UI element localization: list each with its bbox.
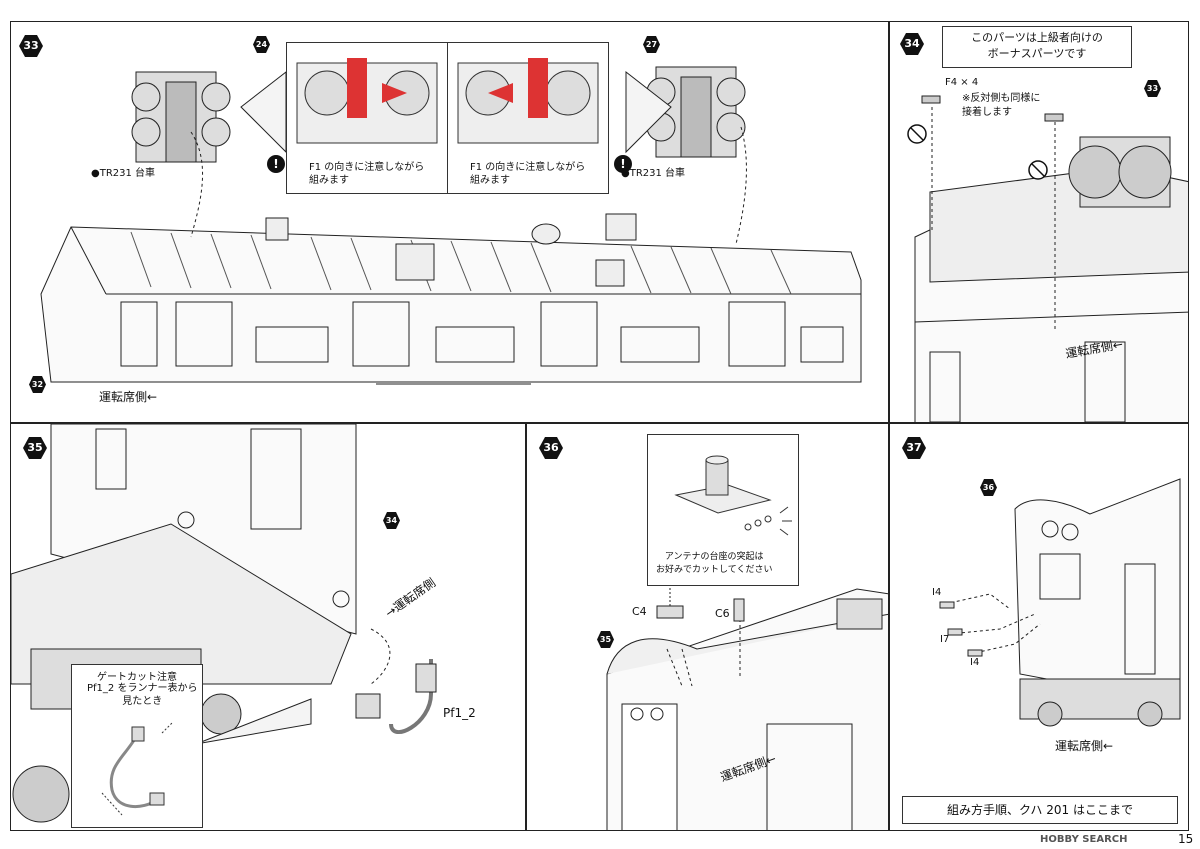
watermark-logo: HOBBY SEARCH (1040, 834, 1128, 845)
gate-cut-callout: ゲートカット注意 Pf1_2 をランナー表から 見たとき (71, 664, 203, 828)
direction-label: 運転席側← (1055, 739, 1114, 753)
part-ref: 24 (255, 40, 268, 49)
page-number: 15 (1178, 832, 1194, 846)
step-number-badge: 35 (23, 436, 47, 460)
bogie-label-left: ●TR231 台車 (91, 168, 156, 179)
step-number: 34 (904, 37, 920, 50)
part-ref: 33 (1146, 84, 1159, 93)
gate-cut-note: Pf1_2 をランナー表から 見たとき (87, 683, 198, 707)
part-code-i7: I7 (940, 634, 950, 645)
part-ref: 34 (385, 516, 398, 525)
part-ref-badge: 34 (383, 512, 400, 529)
part-code-label: Pf1_2 (443, 706, 476, 720)
step-number: 33 (23, 39, 39, 52)
part-ref-badge: 27 (643, 36, 660, 53)
part-ref-badge: 24 (253, 36, 270, 53)
part-code-i4-bottom: I4 (970, 657, 980, 668)
gate-cut-title: ゲートカット注意 (97, 672, 177, 683)
antenna-illustration (674, 455, 792, 536)
part-ref-badge: 36 (980, 479, 997, 496)
step-37-diagram (939, 478, 1181, 727)
step-36-panel: 36 アンテナの台座の突起は お好みでカットしてください C4 C6 35 運転… (526, 423, 889, 831)
antenna-detail-callout: アンテナの台座の突起は お好みでカットしてください (647, 434, 799, 586)
part-code-c6: C6 (715, 607, 730, 620)
part-ref: 35 (599, 635, 612, 644)
part-code-i4-top: I4 (932, 587, 942, 598)
bogie-detail-illustration (296, 58, 438, 144)
part-ref: 36 (982, 483, 995, 492)
part-ref: 27 (645, 40, 658, 49)
step-number: 35 (27, 441, 43, 454)
callout-box-right: ! F1 の向きに注意しながら 組みます (447, 42, 632, 194)
part-ref-badge: 32 (29, 376, 46, 393)
direction-label: 運転席側← (99, 390, 158, 404)
bonus-part-note: このパーツは上級者向けの ボーナスパーツです (942, 26, 1132, 68)
step-33-panel: 33 24 27 32 ●TR231 台車 ●TR231 台車 ! F1 の向き… (10, 21, 889, 423)
antenna-note: アンテナの台座の突起は お好みでカットしてください (656, 552, 773, 575)
part-code: F4 × 4 (945, 77, 979, 88)
step-number-badge: 37 (902, 436, 926, 460)
callout-box-left: ! F1 の向きに注意しながら 組みます (267, 42, 448, 194)
callout-note-right: F1 の向きに注意しながら 組みます (470, 162, 586, 186)
step-34-diagram (907, 95, 1188, 422)
runner-illustration (101, 722, 173, 816)
warning-icon: ! (267, 155, 285, 173)
step-34-panel: 34 このパーツは上級者向けの ボーナスパーツです F4 × 4 ※反対側も同様… (889, 21, 1189, 423)
step-36-diagram (606, 584, 888, 830)
part-ref-badge: 35 (597, 631, 614, 648)
bogie-label-right: ●TR231 台車 (621, 168, 686, 179)
step-33-diagram (40, 66, 862, 385)
part-ref: 32 (31, 380, 44, 389)
warning-icon: ! (614, 155, 632, 173)
bogie-detail-illustration (457, 58, 599, 144)
glue-instruction: ※反対側も同様に 接着します (962, 93, 1041, 118)
part-code-c4: C4 (632, 605, 647, 618)
step-35-panel: 35 34 →運転席側 ゲートカット注意 Pf1_2 をランナー表から 見たとき… (10, 423, 526, 831)
step-number-badge: 34 (900, 32, 924, 56)
step-number: 37 (906, 441, 922, 454)
step-number-badge: 36 (539, 436, 563, 460)
callout-note-left: F1 の向きに注意しながら 組みます (309, 162, 425, 186)
step-number-badge: 33 (19, 34, 43, 58)
part-ref-badge: 33 (1144, 80, 1161, 97)
step-35-diagram (11, 424, 437, 823)
assembly-end-note: 組み方手順、クハ 201 はここまで (902, 796, 1178, 824)
step-37-panel: 37 36 I4 I7 I4 運転席側← 組み方手順、クハ 201 はここまで (889, 423, 1189, 831)
step-number: 36 (543, 441, 559, 454)
